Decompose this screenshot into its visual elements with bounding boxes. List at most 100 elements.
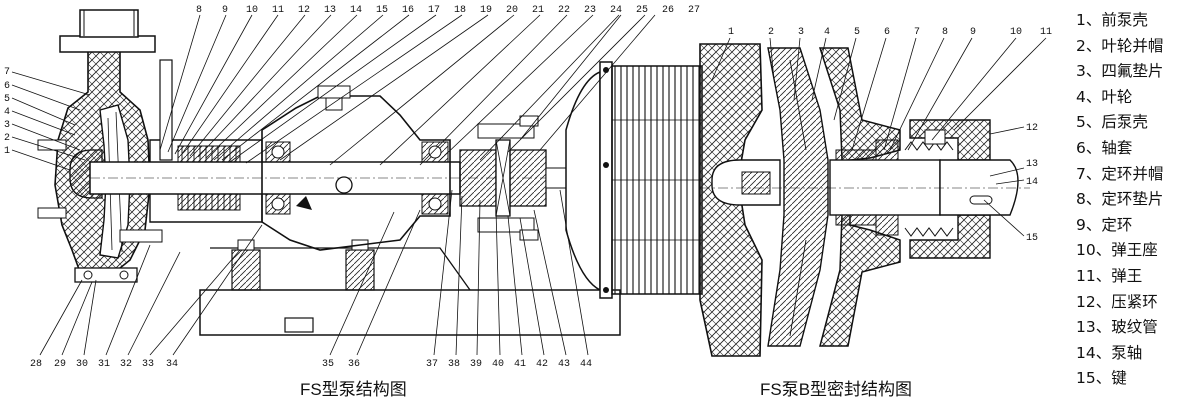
callout-r5: 5 xyxy=(854,27,860,38)
callout-3: 3 xyxy=(4,120,10,131)
caption-fs-pump: FS型泵结构图 xyxy=(300,380,407,399)
callout-35: 35 xyxy=(322,359,334,370)
callout-22: 22 xyxy=(558,5,570,16)
callout-28: 28 xyxy=(30,359,42,370)
callout-r8: 8 xyxy=(942,27,948,38)
legend-number: 13 xyxy=(1076,318,1096,337)
callout-r11: 11 xyxy=(1040,27,1052,38)
legend-label: 弹王座 xyxy=(1111,241,1158,260)
legend-separator: 、 xyxy=(1095,343,1112,362)
legend-number: 9 xyxy=(1076,215,1086,234)
legend-separator: 、 xyxy=(1085,164,1102,183)
legend-number: 4 xyxy=(1076,87,1086,106)
bellows-spring xyxy=(177,145,241,211)
callout-r6: 6 xyxy=(884,27,890,38)
legend-separator: 、 xyxy=(1085,138,1102,157)
legend-number: 1 xyxy=(1076,11,1086,29)
oil-window xyxy=(335,176,353,194)
legend-label: 压紧环 xyxy=(1111,292,1158,311)
legend-separator: 、 xyxy=(1085,113,1102,132)
callout-17: 17 xyxy=(428,5,440,16)
legend-number: 2 xyxy=(1076,36,1086,55)
motor-shaft xyxy=(545,167,567,189)
callout-36: 36 xyxy=(348,359,360,370)
callout-r9: 9 xyxy=(970,27,976,38)
callout-32: 32 xyxy=(120,359,132,370)
callout-29: 29 xyxy=(54,359,66,370)
legend-label: 叶轮并帽 xyxy=(1101,36,1164,55)
legend-item: 11、弹王 xyxy=(1076,264,1196,290)
legend-separator: 、 xyxy=(1085,190,1102,209)
callout-8: 8 xyxy=(196,5,202,16)
legend-label: 轴套 xyxy=(1101,138,1133,157)
callout-r1: 1 xyxy=(728,27,734,38)
legend-number: 14 xyxy=(1076,343,1096,362)
leader-lines-right xyxy=(711,37,1047,237)
legend-separator: 、 xyxy=(1085,11,1102,29)
legend-label: 泵轴 xyxy=(1111,343,1143,362)
bellows xyxy=(904,141,954,237)
legend-item: 15、键 xyxy=(1076,366,1196,392)
legend-label: 叶轮 xyxy=(1101,87,1133,106)
legend-label: 弹王 xyxy=(1111,266,1143,285)
callout-23: 23 xyxy=(584,5,596,16)
legend-item: 14、泵轴 xyxy=(1076,341,1196,367)
callout-34: 34 xyxy=(166,359,178,370)
base-plate xyxy=(199,289,621,336)
legend-item: 5、后泵壳 xyxy=(1076,110,1196,136)
outlet-neck xyxy=(79,9,139,38)
callout-19: 19 xyxy=(480,5,492,16)
base-slot xyxy=(284,317,314,333)
callout-r13: 13 xyxy=(1026,159,1038,170)
legend-label: 定环并帽 xyxy=(1101,164,1164,183)
legend-label: 前泵壳 xyxy=(1101,11,1148,29)
stationary-ring xyxy=(875,139,899,161)
legend-number: 3 xyxy=(1076,62,1086,81)
callout-15: 15 xyxy=(376,5,388,16)
callout-r14: 14 xyxy=(1026,177,1038,188)
callout-21: 21 xyxy=(532,5,544,16)
impeller xyxy=(767,47,829,347)
callout-r3: 3 xyxy=(798,27,804,38)
legend-item: 8、定环垫片 xyxy=(1076,187,1196,213)
b-type-seal-drawing xyxy=(699,43,1030,357)
legend-label: 定环 xyxy=(1101,215,1133,234)
callout-31: 31 xyxy=(98,359,110,370)
legend-item: 13、玻纹管 xyxy=(1076,315,1196,341)
callout-20: 20 xyxy=(506,5,518,16)
legend-item: 6、轴套 xyxy=(1076,136,1196,162)
pump-shaft xyxy=(939,159,1019,216)
callout-40: 40 xyxy=(492,359,504,370)
callout-7: 7 xyxy=(4,67,10,78)
legend-separator: 、 xyxy=(1085,87,1102,106)
callout-42: 42 xyxy=(536,359,548,370)
legend-number: 7 xyxy=(1076,164,1086,183)
callout-26: 26 xyxy=(662,5,674,16)
legend-number: 12 xyxy=(1076,292,1096,311)
callout-5: 5 xyxy=(4,94,10,105)
callout-1: 1 xyxy=(4,146,10,157)
legend-number: 11 xyxy=(1076,266,1096,285)
callout-13: 13 xyxy=(324,5,336,16)
caption-b-seal: FS泵B型密封结构图 xyxy=(760,380,913,399)
legend-item: 2、叶轮并帽 xyxy=(1076,34,1196,60)
legend-separator: 、 xyxy=(1095,266,1112,285)
base-bolt-left xyxy=(231,239,261,291)
legend-number: 10 xyxy=(1076,241,1096,260)
callout-r10: 10 xyxy=(1010,27,1022,38)
bearing-front xyxy=(265,141,291,215)
callout-r12: 12 xyxy=(1026,123,1038,134)
callout-30: 30 xyxy=(76,359,88,370)
fs-pump-drawing xyxy=(37,9,703,336)
legend-label: 四氟垫片 xyxy=(1101,62,1164,81)
callout-r4: 4 xyxy=(824,27,830,38)
callout-10: 10 xyxy=(246,5,258,16)
legend-number: 15 xyxy=(1076,369,1096,388)
callout-25: 25 xyxy=(636,5,648,16)
callout-4: 4 xyxy=(4,107,10,118)
callouts-left-side: 7 6 5 4 3 2 1 xyxy=(4,67,10,157)
callout-33: 33 xyxy=(142,359,154,370)
callout-r2: 2 xyxy=(768,27,774,38)
callout-6: 6 xyxy=(4,81,10,92)
